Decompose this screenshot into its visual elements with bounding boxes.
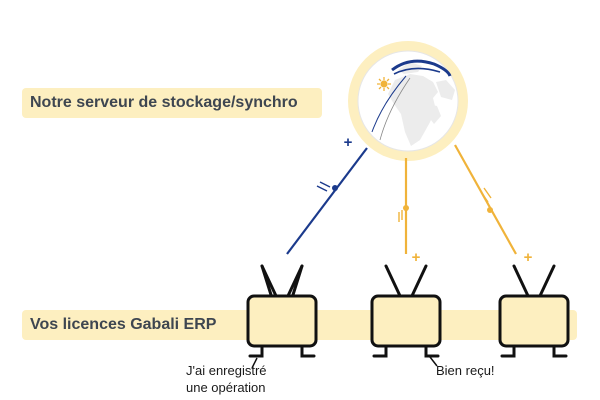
download-link-right — [454, 144, 517, 255]
device-receiver-right-icon — [498, 264, 570, 358]
sender-caption-line2: une opération — [186, 380, 266, 395]
device-receiver-middle-icon — [370, 264, 442, 367]
upload-link — [286, 147, 368, 255]
upload-plus-sign: + — [344, 134, 353, 151]
sender-caption-line1: J'ai enregistré — [186, 363, 267, 378]
download-plus-sign-right: + — [524, 249, 533, 266]
download-plus-sign-middle: + — [412, 249, 421, 266]
receiver-caption: Bien reçu! — [436, 363, 495, 378]
satellite-swoosh-icon — [371, 59, 452, 141]
server-globe-icon — [348, 41, 468, 161]
clients-label: Vos licences Gabali ERP — [30, 316, 217, 333]
sun-icon — [377, 77, 391, 91]
server-band — [22, 88, 322, 118]
device-sender-icon — [246, 264, 318, 369]
sender-caption: J'ai enregistré une opération — [186, 362, 267, 396]
server-label: Notre serveur de stockage/synchro — [30, 94, 298, 111]
download-link-middle — [398, 158, 409, 254]
